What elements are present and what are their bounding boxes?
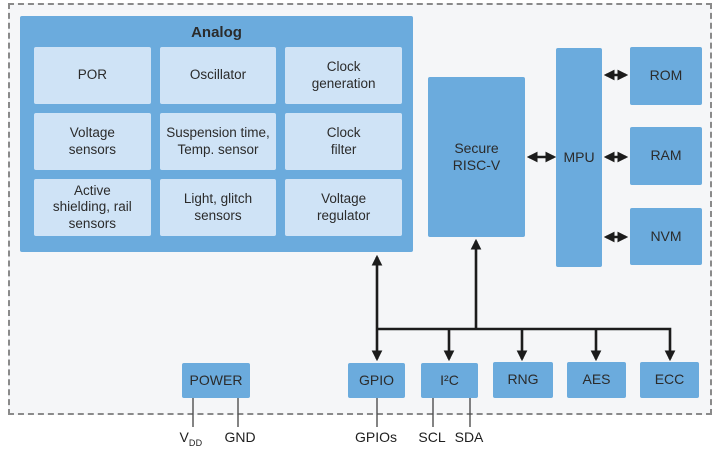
block-power: POWER <box>182 363 250 398</box>
analog-block: Analog POR Oscillator Clock generation V… <box>20 16 413 252</box>
block-rom: ROM <box>630 47 702 105</box>
block-gpio: GPIO <box>348 363 405 398</box>
analog-cell-active-shielding-rail-sensors: Active shielding, rail sensors <box>34 179 151 236</box>
analog-title: Analog <box>191 24 242 41</box>
analog-cell-suspension-temp-sensor: Suspension time, Temp. sensor <box>159 113 277 170</box>
pin-label-gpios: GPIOs <box>354 429 398 445</box>
analog-cell-voltage-regulator: Voltage regulator <box>285 179 402 236</box>
block-aes: AES <box>567 362 626 398</box>
analog-cell-oscillator: Oscillator <box>159 47 277 104</box>
pin-label-vdd-base: V <box>179 429 189 445</box>
block-ram: RAM <box>630 127 702 185</box>
analog-cell-por: POR <box>34 47 151 104</box>
block-nvm: NVM <box>630 208 702 265</box>
analog-cell-clock-generation: Clock generation <box>285 47 402 104</box>
analog-grid: POR Oscillator Clock generation Voltage … <box>34 47 402 236</box>
analog-cell-light-glitch-sensors: Light, glitch sensors <box>159 179 277 236</box>
block-ecc: ECC <box>640 362 699 398</box>
block-i2c: I²C <box>421 363 478 398</box>
pin-label-vdd: VDD <box>179 429 203 448</box>
pin-label-sda: SDA <box>454 429 484 445</box>
block-mpu: MPU <box>556 48 602 267</box>
block-secure-riscv: Secure RISC-V <box>428 77 525 237</box>
block-rng: RNG <box>493 362 553 398</box>
pin-label-vdd-sub: DD <box>188 438 203 448</box>
pin-label-gnd: GND <box>224 429 256 445</box>
analog-cell-clock-filter: Clock filter <box>285 113 402 170</box>
analog-cell-voltage-sensors: Voltage sensors <box>34 113 151 170</box>
pin-label-scl: SCL <box>418 429 446 445</box>
